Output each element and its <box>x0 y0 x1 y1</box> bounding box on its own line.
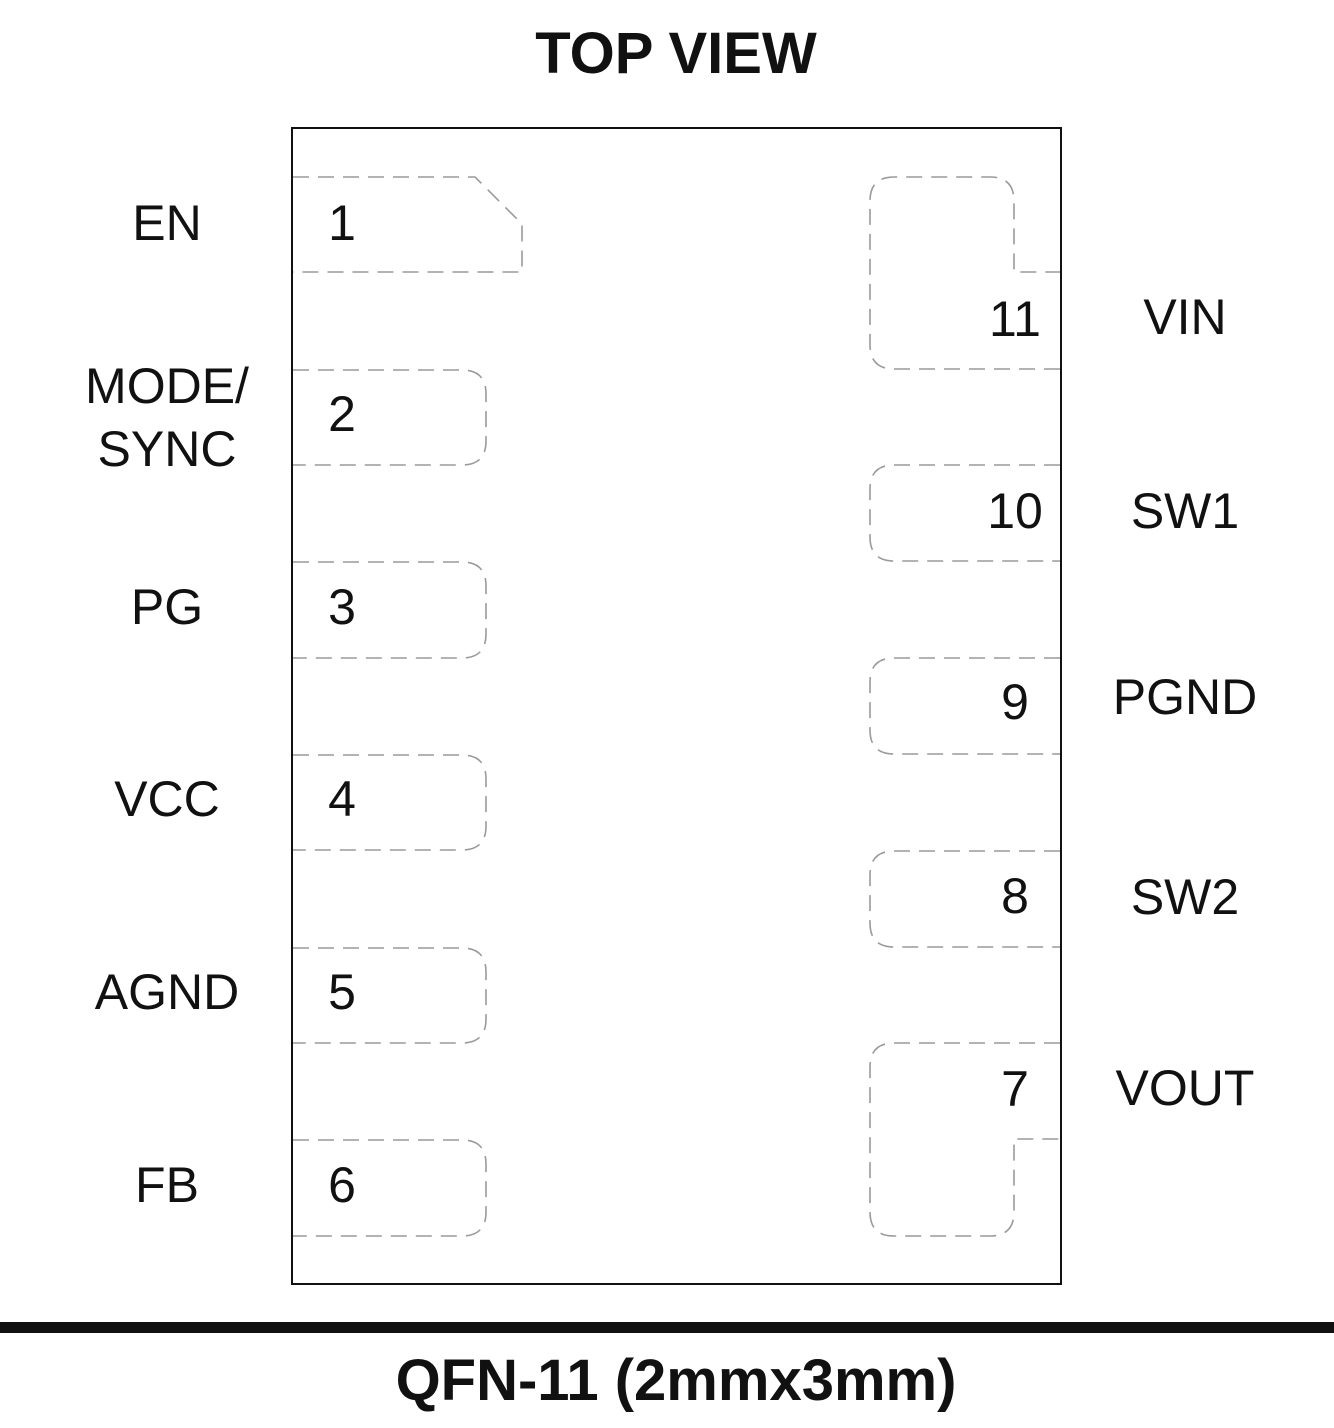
pin-name-sw1: SW1 <box>1131 483 1239 539</box>
pad-11 <box>869 176 1060 370</box>
package-label: QFN-11 (2mmx3mm) <box>396 1348 957 1413</box>
pin-name-pgnd: PGND <box>1113 669 1257 725</box>
pad-9 <box>869 657 1060 755</box>
pin-number-7: 7 <box>1001 1061 1029 1117</box>
pin-number-9: 9 <box>1001 674 1029 730</box>
pad-8 <box>869 850 1060 948</box>
pin-name-vin: VIN <box>1143 289 1226 345</box>
pad-7 <box>869 1042 1060 1237</box>
pin-name-fb: FB <box>135 1157 199 1213</box>
pin-name-vout: VOUT <box>1116 1060 1255 1116</box>
pin-number-11: 11 <box>989 291 1041 347</box>
pin-number-6: 6 <box>328 1157 356 1213</box>
pin-number-10: 10 <box>987 483 1043 539</box>
pin-name-mode-line1: MODE/ <box>85 358 249 414</box>
pin-name-vcc: VCC <box>114 771 220 827</box>
pad-4 <box>293 754 487 851</box>
pad-2 <box>293 369 487 466</box>
diagram-title: TOP VIEW <box>535 21 817 86</box>
pin-name-sync-line2: SYNC <box>98 421 237 477</box>
divider-bar <box>0 1322 1334 1333</box>
pad-10 <box>869 464 1060 562</box>
pin-number-1: 1 <box>328 195 356 251</box>
pin-name-en: EN <box>132 195 201 251</box>
pin-number-8: 8 <box>1001 868 1029 924</box>
package-body <box>291 127 1062 1285</box>
pin-name-sw2: SW2 <box>1131 869 1239 925</box>
pin-name-pg: PG <box>131 579 203 635</box>
pin-number-3: 3 <box>328 579 356 635</box>
pad-6 <box>293 1139 487 1237</box>
pin-number-4: 4 <box>328 771 356 827</box>
pin-name-agnd: AGND <box>95 964 239 1020</box>
pad-3 <box>293 561 487 659</box>
pin-number-2: 2 <box>328 386 356 442</box>
pad-5 <box>293 947 487 1044</box>
pin-number-5: 5 <box>328 964 356 1020</box>
